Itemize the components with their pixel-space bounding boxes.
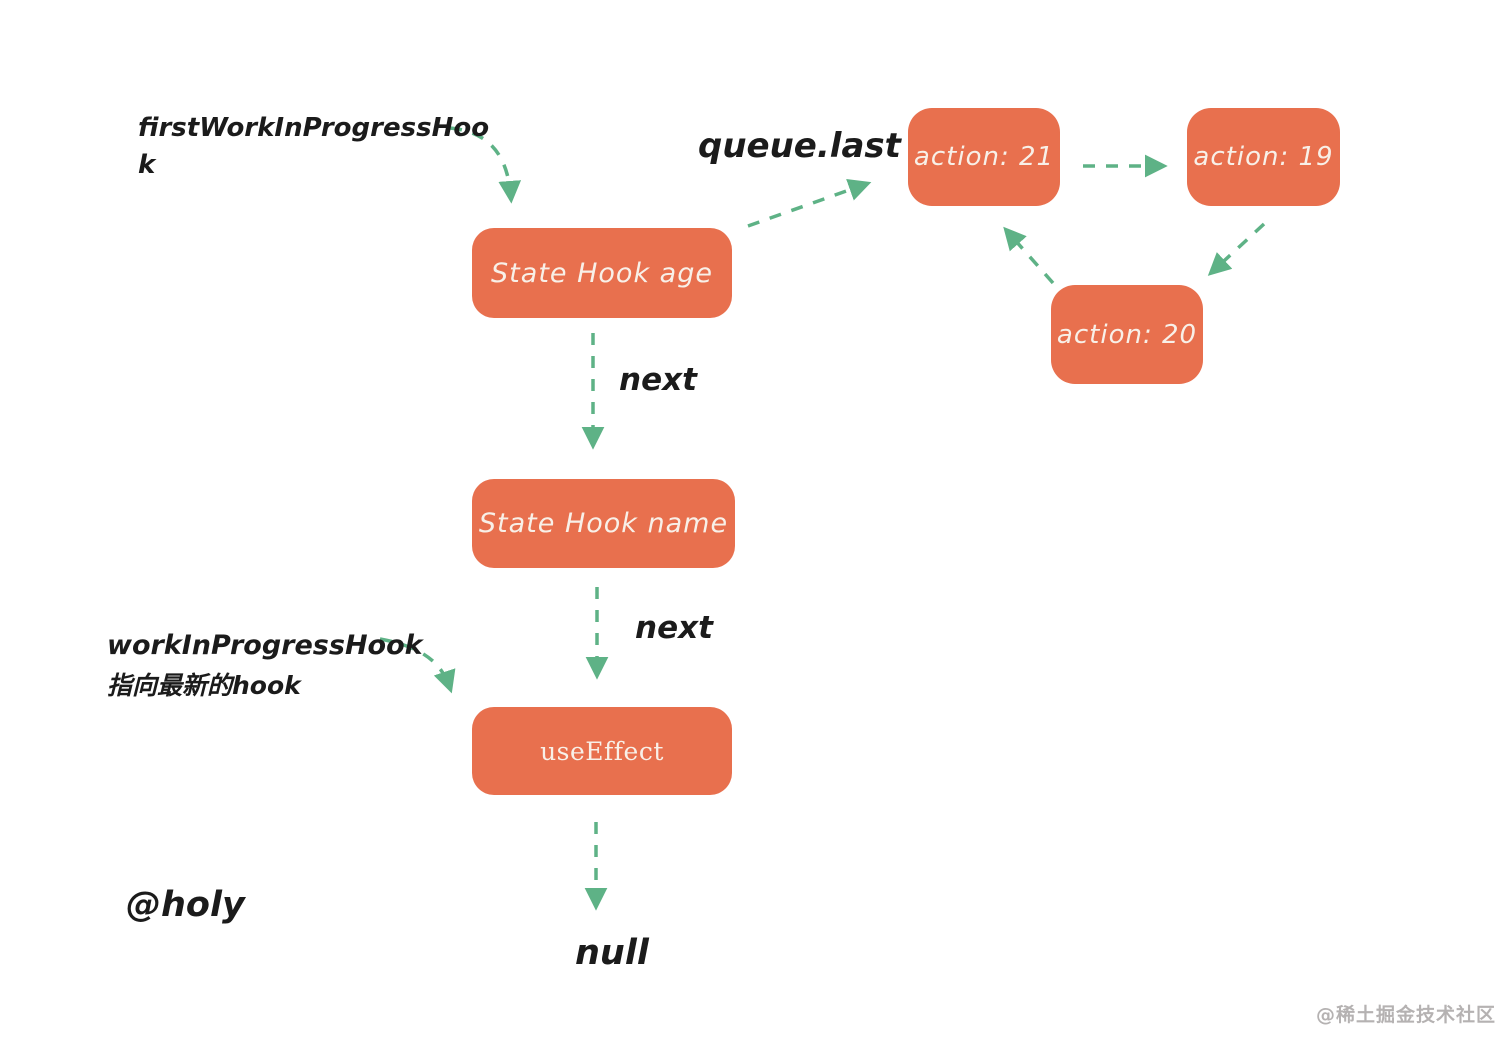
edge-action19-to-action20 — [1207, 222, 1266, 276]
node-action-20: action: 20 — [1051, 285, 1203, 384]
node-use-effect-label: useEffect — [540, 736, 664, 766]
node-action-19: action: 19 — [1187, 108, 1340, 206]
edge-queue-last-pointer — [747, 179, 872, 228]
edge-firstworkinprogresshook-pointer — [449, 126, 522, 204]
node-action-21-label: action: 21 — [913, 142, 1055, 172]
label-work-in-progress-hook: workInProgressHook 指向最新的hook — [107, 626, 423, 706]
label-first-work-in-progress-hook-line1: firstWorkInProgressHoo — [138, 113, 490, 143]
label-work-in-progress-hook-line2: 指向最新的hook — [107, 671, 301, 700]
label-author: @holy — [126, 885, 245, 925]
node-action-20-label: action: 20 — [1056, 319, 1198, 350]
node-state-hook-age: State Hook age — [472, 228, 732, 318]
label-next-top: next — [619, 362, 697, 398]
label-next-bottom: next — [635, 610, 713, 646]
watermark-juejin: @稀土掘金技术社区 — [1316, 1004, 1497, 1026]
node-state-hook-age-label: State Hook age — [491, 257, 713, 289]
label-work-in-progress-hook-line1: workInProgressHook — [107, 630, 423, 661]
node-state-hook-name: State Hook name — [472, 479, 735, 568]
node-action-19-label: action: 19 — [1193, 142, 1334, 172]
edge-workinprogresshook-pointer — [379, 637, 456, 694]
edge-action20-to-action21 — [1003, 226, 1055, 285]
label-queue-last: queue.last — [698, 126, 901, 166]
label-null: null — [575, 933, 649, 973]
node-action-21: action: 21 — [908, 108, 1060, 206]
label-first-work-in-progress-hook-line2: k — [138, 150, 156, 180]
node-use-effect: useEffect — [472, 707, 732, 795]
label-first-work-in-progress-hook: firstWorkInProgressHoo k — [138, 110, 489, 184]
node-state-hook-name-label: State Hook name — [478, 508, 729, 539]
